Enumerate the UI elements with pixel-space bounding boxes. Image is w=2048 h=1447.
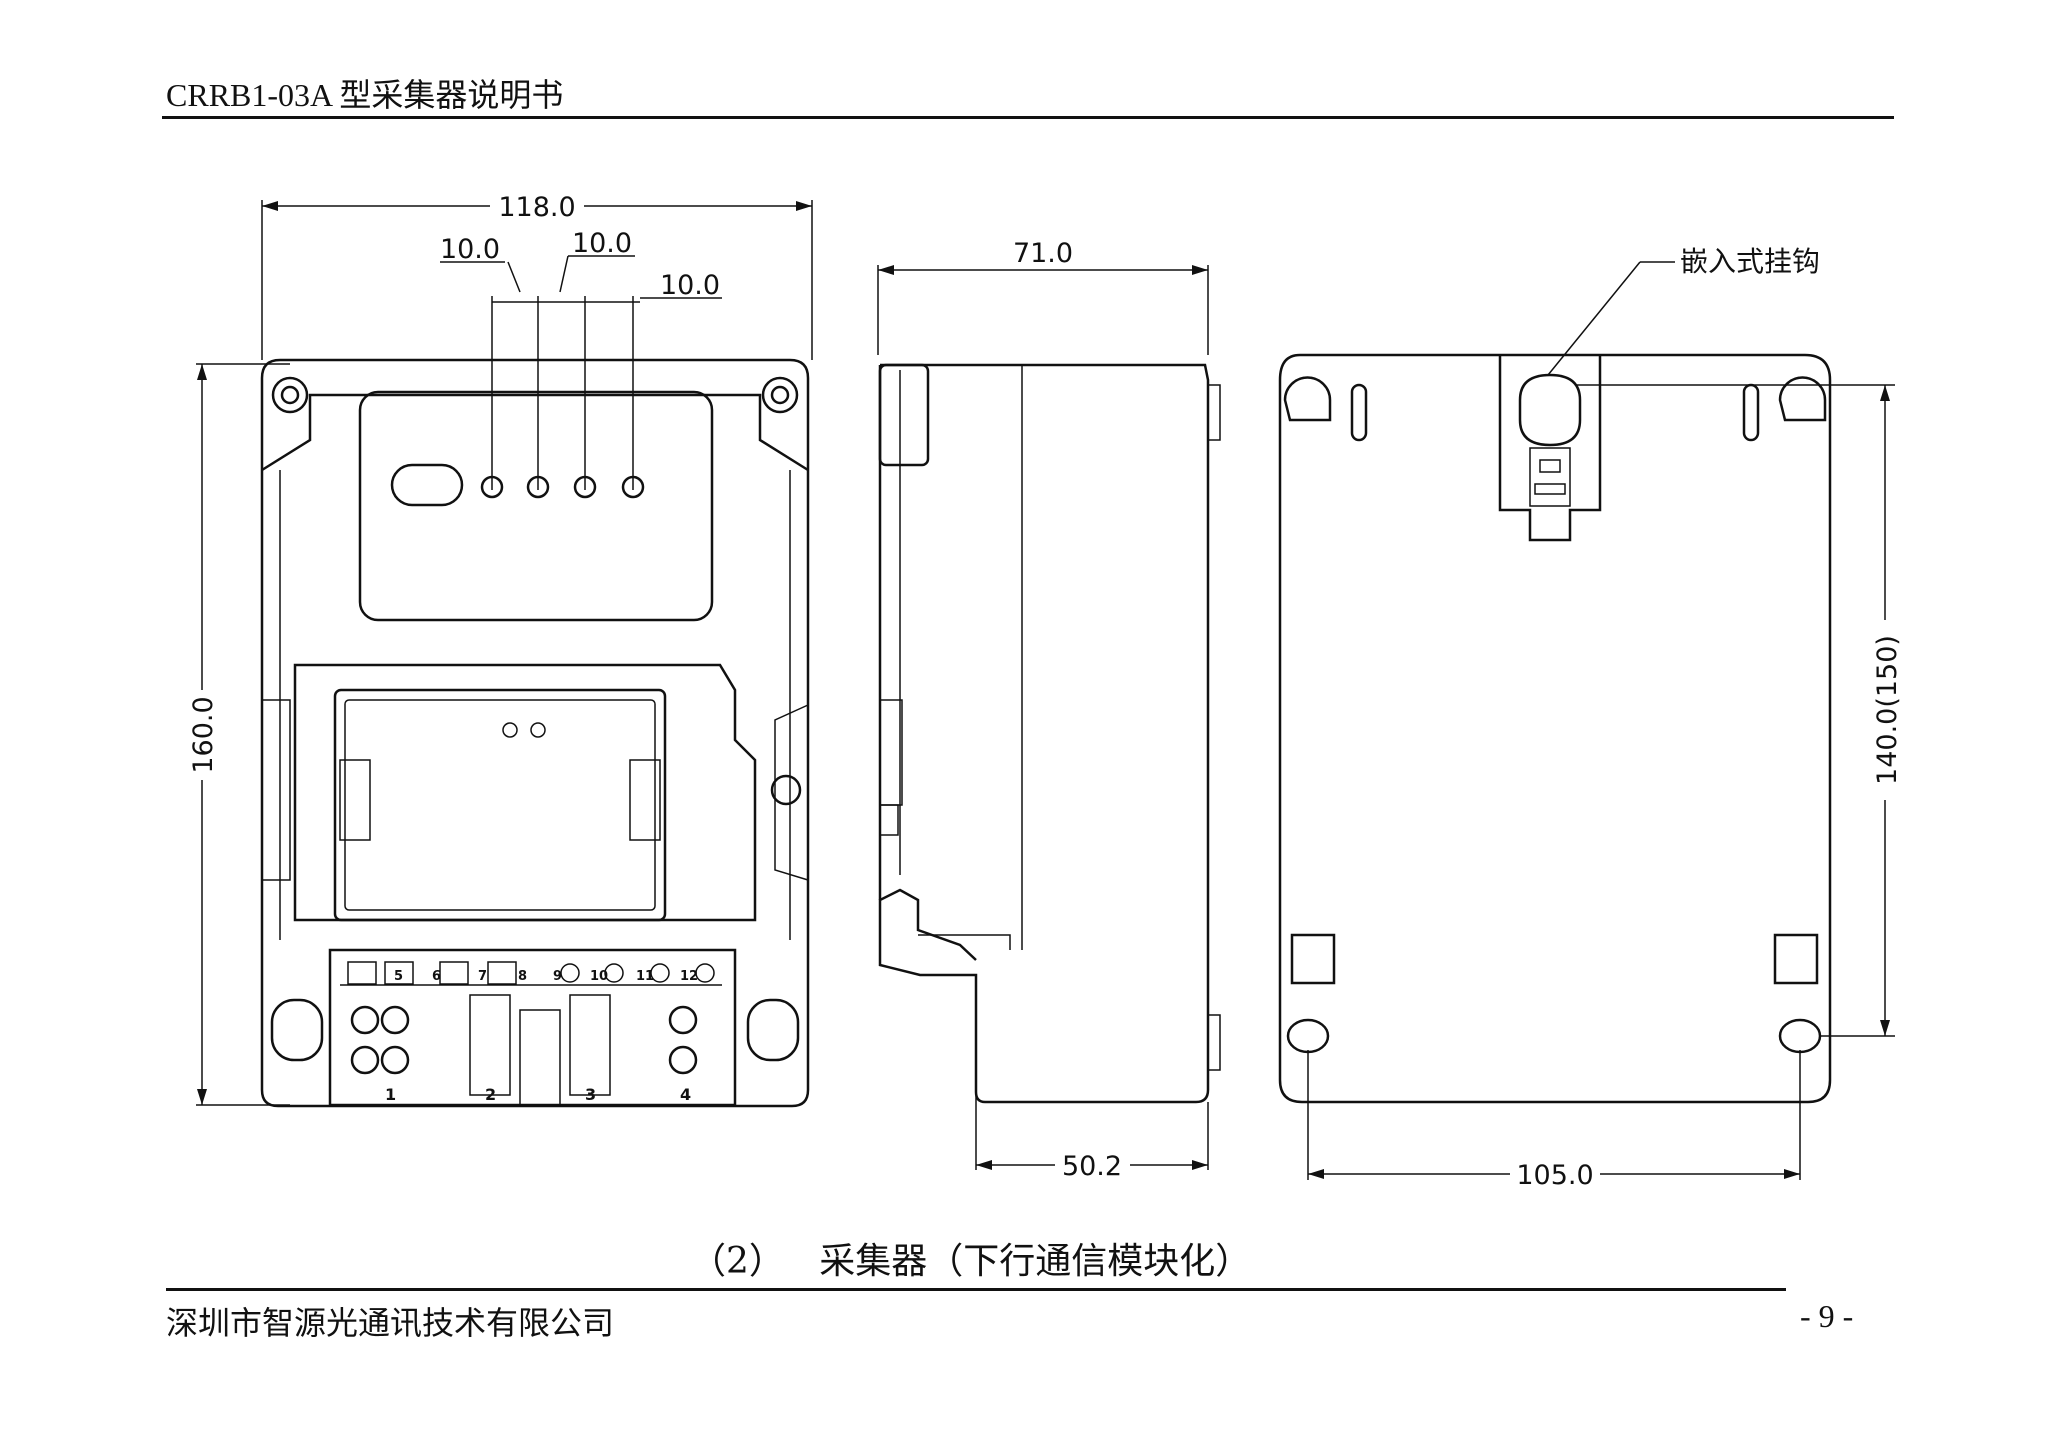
dim-side-lower-depth: 50.2 <box>1062 1151 1122 1182</box>
dim-front-width: 118.0 <box>498 192 575 223</box>
terminal-number-12: 12 <box>680 969 698 984</box>
figure-caption: （2） 采集器（下行通信模块化） <box>690 1241 1252 1282</box>
dim-back-width: 105.0 <box>1516 1160 1593 1191</box>
terminal-number-8: 8 <box>518 969 527 984</box>
terminal-group-1: 1 <box>385 1085 396 1104</box>
terminal-number-6: 6 <box>432 969 441 984</box>
terminal-group-2: 2 <box>485 1085 496 1104</box>
back-view: 嵌入式挂钩 140.0(150) 105.0 <box>1278 245 1903 1191</box>
dim-led-spacing-c: 10.0 <box>660 270 720 301</box>
dim-front-height: 160.0 <box>188 696 219 773</box>
terminal-number-5: 5 <box>394 969 403 984</box>
dim-back-height: 140.0(150) <box>1872 635 1903 785</box>
callout-embedded-hook: 嵌入式挂钩 <box>1680 245 1820 278</box>
terminal-group-3: 3 <box>585 1085 596 1104</box>
footer-company: 深圳市智源光通讯技术有限公司 <box>166 1304 615 1342</box>
page-number: - 9 - <box>1800 1298 1854 1334</box>
footer-rule <box>166 1288 1786 1291</box>
dim-led-spacing-b: 10.0 <box>572 228 632 259</box>
terminal-number-11: 11 <box>636 969 654 984</box>
document-header-title: CRRB1-03A 型采集器说明书 <box>166 77 564 113</box>
terminal-group-4: 4 <box>680 1085 691 1104</box>
terminal-number-7: 7 <box>478 969 487 984</box>
dim-led-spacing-a: 10.0 <box>440 234 500 265</box>
dim-side-depth: 71.0 <box>1013 238 1073 269</box>
terminal-number-9: 9 <box>553 969 562 984</box>
side-view: 71.0 50.2 <box>877 238 1221 1182</box>
terminal-number-10: 10 <box>590 969 608 984</box>
front-view: 118.0 10.0 10.0 10.0 160.0 <box>188 192 813 1108</box>
header-rule <box>162 116 1894 119</box>
